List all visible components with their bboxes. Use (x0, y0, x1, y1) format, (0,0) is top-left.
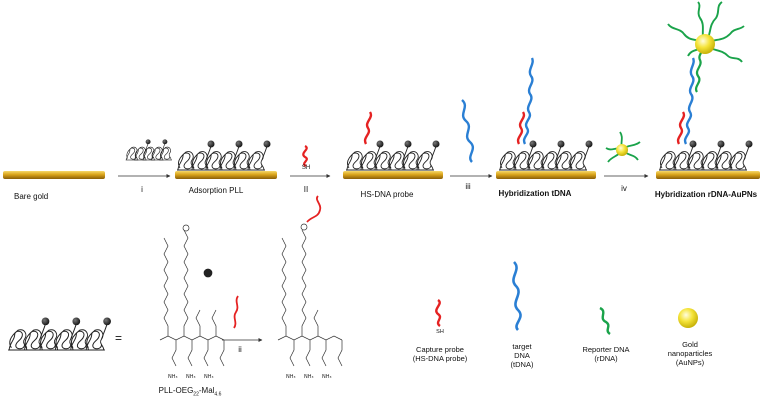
step-label-i: i (141, 185, 143, 194)
equals-sign: = (115, 331, 123, 345)
nh3-label-2: NH₃ (186, 374, 196, 380)
target-dna-hybridized (522, 57, 534, 145)
legend-target-dna-line3: (tDNA) (510, 360, 534, 369)
probe-dna-small-icon (233, 295, 239, 329)
legend-gold-nanoparticles-line2: nanoparticles (667, 349, 713, 358)
nh3-label-3: NH₃ (204, 374, 214, 380)
nh3-label-4: NH₃ (286, 374, 296, 380)
legend-capture-probe: Capture probe (HS-DNA probe) (413, 345, 468, 363)
legend-gold-nanoparticles: Gold nanoparticles (AuNPs) (668, 340, 713, 367)
gold-surface-tdna (496, 171, 596, 179)
gold-surface-aunp (656, 171, 760, 179)
stage-label-hybridization-rdna-aupns: Hybridization rDNA-AuPNs (654, 190, 758, 199)
gold-surface-pll (175, 171, 277, 179)
step-label-iii: iii (465, 182, 471, 191)
probe-dna-attached-3 (676, 111, 686, 145)
legend-capture-probe-line1: Capture probe (416, 345, 464, 354)
legend-gold-nanoparticles-line3: (AuNPs) (675, 358, 705, 367)
polymer-name: PLL-OEG22-Mal4.6 (158, 386, 222, 398)
legend-reporter-dna: Reporter DNA (rDNA) (582, 345, 629, 363)
legend-target-dna-line1: target (512, 342, 532, 351)
target-dna-icon (461, 99, 475, 163)
legend-gold-nanoparticles-line1: Gold (682, 340, 698, 349)
legend-reporter-dna-line2: (rDNA) (594, 354, 618, 363)
pll-layer-2 (345, 141, 440, 171)
pll-molecules-icon (125, 139, 173, 160)
nh3-label-1: NH₃ (168, 374, 178, 380)
stage-label-hs-dna-probe: HS-DNA probe (360, 190, 414, 199)
probe-dna-coupled (306, 195, 322, 223)
pll-layer-3 (498, 141, 593, 171)
legend-target-dna-line2: DNA (514, 351, 530, 360)
pll-layer-1 (176, 141, 271, 171)
legend-target-dna: target DNA (tDNA) (511, 342, 534, 369)
stage-label-bare-gold: Bare gold (14, 192, 49, 201)
stage-label-adsorption-pll: Adsorption PLL (188, 186, 244, 195)
nh3-label-6: NH₃ (322, 374, 332, 380)
legend-reporter-dna-icon (599, 306, 611, 335)
step-label-ii: II (303, 185, 309, 194)
pll-layer-bottom (7, 318, 111, 350)
stage-label-hybridization-tdna: Hybridization tDNA (498, 189, 572, 198)
legend-gold-nanoparticle-icon (678, 308, 698, 328)
legend-target-dna-icon (512, 261, 522, 331)
legend-capture-probe-icon (435, 299, 442, 327)
legend-capture-probe-line2: (HS-DNA probe) (412, 354, 468, 363)
chemical-structure-after-coupling (277, 223, 343, 367)
probe-dna-attached-2 (516, 111, 526, 145)
gold-surface-probe (343, 171, 443, 179)
rdna-aunp-icon (605, 131, 641, 163)
probe-dna-icon (302, 145, 308, 167)
step-label-iv: iv (621, 184, 627, 193)
sh-label-legend: SH (436, 329, 444, 335)
gold-nanoparticle-bound (667, 1, 745, 63)
bottom-step-label-ii: ii (238, 345, 242, 354)
target-dna-hybridized-2 (683, 57, 695, 145)
chemical-structure-pll-oeg-mal (159, 224, 225, 367)
gold-surface-bare (3, 171, 105, 179)
legend-reporter-dna-line1: Reporter DNA (582, 345, 630, 354)
pll-layer-4 (658, 141, 753, 171)
probe-dna-attached-1 (363, 111, 373, 145)
nh3-label-5: NH₃ (304, 374, 314, 380)
sh-label-top: SH (301, 165, 311, 171)
